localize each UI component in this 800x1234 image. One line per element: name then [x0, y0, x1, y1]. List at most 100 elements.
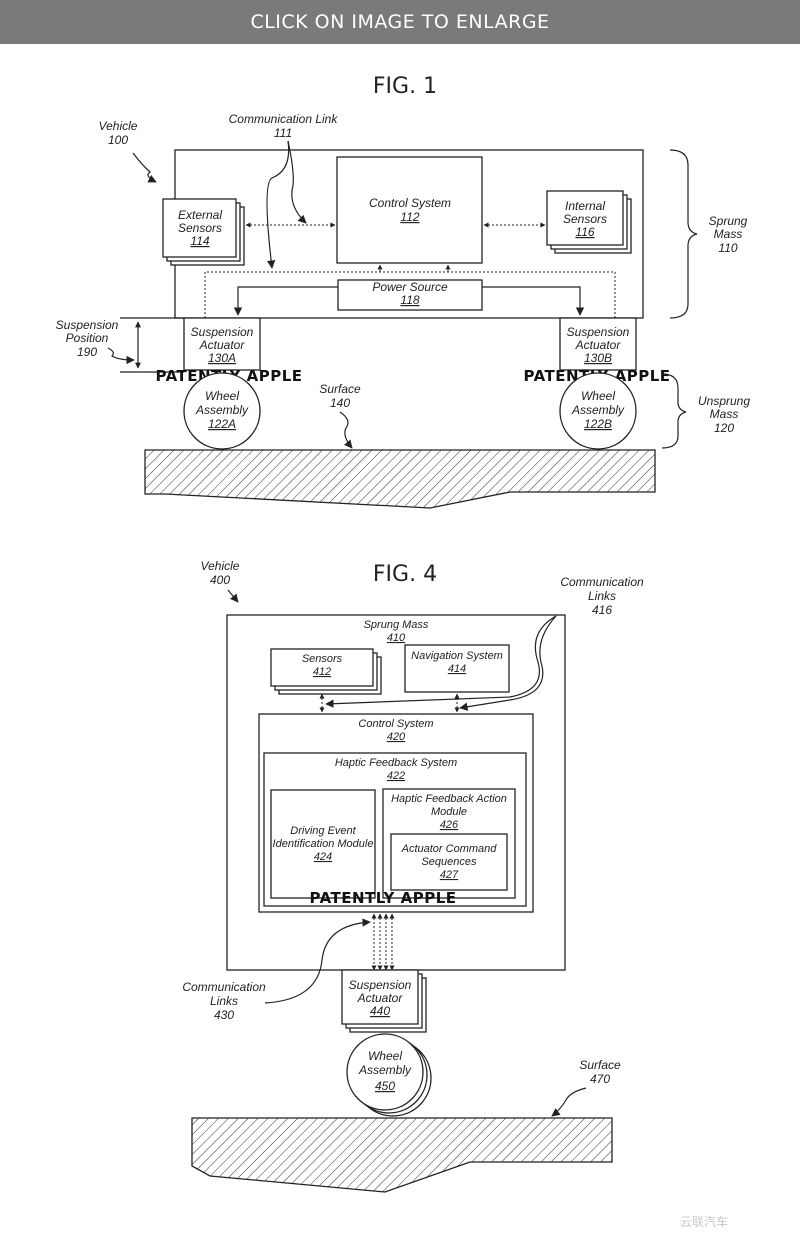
fig4-watermark: PATENTLY APPLE — [309, 889, 456, 907]
fig4-surface-label: Surface — [579, 1058, 621, 1072]
fig4-actuator-cmd-box — [390, 833, 508, 891]
fig4-driving-event-line1: Driving Event — [290, 825, 356, 837]
fig1-external-sensors-line2: Sensors — [178, 221, 222, 235]
fig4-actuator-cmd-line2: Sequences — [421, 856, 477, 868]
fig1-wheel-b-line2: Assembly — [571, 403, 625, 417]
fig1-actuator-b-num: 130B — [584, 351, 612, 365]
fig4-control-system-num: 420 — [387, 731, 406, 743]
fig4-sensors-num: 412 — [313, 666, 331, 678]
fig1-unsprung-line1: Unsprung — [698, 394, 750, 408]
fig1-vehicle-leader — [132, 152, 157, 183]
fig1-unsprung-brace — [661, 373, 687, 449]
fig1-sprung-brace — [669, 149, 698, 319]
fig4-comm-bottom-num: 430 — [214, 1008, 234, 1022]
fig1-external-sensors-box — [162, 198, 237, 258]
fig1-comm-leader-link — [287, 140, 307, 224]
fig4-navigation-label: Navigation System — [411, 650, 503, 662]
fig4-driving-event-num: 424 — [314, 851, 332, 863]
fig1-surface-label: Surface — [319, 382, 361, 396]
fig1-power-line-left — [233, 286, 338, 316]
fig1-wheel-a-line2: Assembly — [195, 403, 249, 417]
fig1-actuator-a-line1: Suspension — [191, 325, 254, 339]
fig4-surface-leader — [551, 1087, 587, 1117]
fig4-sprung-mass-num: 410 — [387, 632, 406, 644]
fig4-comm-bottom-line1: Communication — [182, 980, 266, 994]
fig1-control-system-label: Control System — [369, 196, 451, 210]
fig4-comm-bottom-leader — [264, 918, 371, 1004]
fig1-power-source-box — [337, 279, 483, 311]
fig4-vehicle-label: Vehicle — [201, 559, 240, 573]
fig1-surface-num: 140 — [330, 396, 350, 410]
fig1-internal-sensors-num: 116 — [575, 225, 594, 239]
fig4-driving-event-line2: Identification Module — [273, 838, 374, 850]
fig1-unsprung-num: 120 — [714, 421, 734, 435]
enlarge-banner[interactable]: CLICK ON IMAGE TO ENLARGE — [0, 0, 800, 44]
fig1-sprung-line2: Mass — [714, 227, 743, 241]
fig1-comm-leader-down — [266, 140, 290, 269]
fig1-wheel-a — [183, 372, 261, 450]
fig1-susp-pos-leader — [107, 347, 135, 365]
fig1-susp-pos-num: 190 — [77, 345, 97, 359]
fig4-wheel-num: 450 — [375, 1079, 395, 1093]
fig1-power-source-label: Power Source — [372, 280, 448, 294]
fig4-wheel-line1: Wheel — [368, 1049, 402, 1063]
fig1-control-system-num: 112 — [400, 210, 419, 224]
fig4-comm-top-leader-b — [459, 615, 557, 711]
fig1-susp-pos-line1: Suspension — [56, 318, 119, 332]
fig4-actuator-box — [341, 969, 419, 1025]
fig4-actuator-num: 440 — [370, 1004, 390, 1018]
fig1-actuator-b-line2: Actuator — [575, 338, 622, 352]
fig4-haptic-action-num: 426 — [440, 819, 459, 831]
fig1-vehicle-label: Vehicle — [99, 119, 138, 133]
fig1-internal-sensors-box — [546, 190, 624, 246]
fig4-driving-event-box — [270, 789, 376, 899]
fig1-wheel-b-line1: Wheel — [581, 389, 615, 403]
fig4-haptic-system-label: Haptic Feedback System — [335, 757, 457, 769]
fig1-comm-link-num: 111 — [274, 126, 292, 140]
fig4-actuator-line1: Suspension — [349, 978, 412, 992]
fig1-sprung-num: 110 — [718, 241, 737, 255]
fig4-navigation-box — [404, 644, 510, 693]
fig4-comm-top-line2: Links — [588, 589, 616, 603]
corner-watermark: 云联汽车 — [680, 1214, 728, 1229]
fig4-actuator-cmd-num: 427 — [440, 869, 459, 881]
fig1-unsprung-line2: Mass — [710, 407, 739, 421]
fig4-actuator-line2: Actuator — [357, 991, 404, 1005]
fig1-external-sensors-num: 114 — [190, 234, 209, 248]
fig4-sensors-box — [270, 648, 374, 687]
fig4-comm-top-line1: Communication — [560, 575, 644, 589]
fig4-actuator-cmd-line1: Actuator Command — [401, 843, 498, 855]
fig1-wheel-a-num: 122A — [208, 417, 236, 431]
fig1-surface-leader — [339, 411, 353, 449]
fig1-wheel-b-num: 122B — [584, 417, 612, 431]
fig1-wheel-a-line1: Wheel — [205, 389, 239, 403]
fig4-wheel — [346, 1033, 424, 1111]
fig1-power-line-right — [482, 286, 585, 316]
fig4-control-system-label: Control System — [358, 718, 433, 730]
fig4-comm-top-leader-a — [325, 615, 557, 708]
fig1-control-system-box — [336, 156, 483, 264]
fig1-surface-ground — [144, 449, 656, 509]
fig1-sprung-line1: Sprung — [709, 214, 748, 228]
fig1-power-source-num: 118 — [400, 293, 419, 307]
fig1-internal-sensors-line1: Internal — [565, 199, 605, 213]
fig1-wheel-b — [559, 372, 637, 450]
fig1-comm-link-label: Communication Link — [229, 112, 339, 126]
fig4-navigation-num: 414 — [448, 663, 466, 675]
fig4-comm-bottom-line2: Links — [210, 994, 238, 1008]
fig1-internal-sensors-line2: Sensors — [563, 212, 607, 226]
fig4-wheel-line2: Assembly — [358, 1063, 412, 1077]
fig4-surface-ground — [191, 1117, 613, 1193]
fig1-title: FIG. 1 — [373, 74, 437, 99]
fig1-actuator-a-num: 130A — [208, 351, 236, 365]
fig1-vehicle-num: 100 — [108, 133, 128, 147]
fig1-actuator-b-line1: Suspension — [567, 325, 630, 339]
fig1-external-sensors-line1: External — [178, 208, 222, 222]
fig4-title: FIG. 4 — [373, 562, 437, 587]
fig4-vehicle-leader — [227, 589, 239, 603]
fig1-actuator-a-line2: Actuator — [199, 338, 246, 352]
fig4-vehicle-num: 400 — [210, 573, 230, 587]
fig4-comm-top-num: 416 — [592, 603, 612, 617]
fig4-sensors-label: Sensors — [302, 653, 343, 665]
